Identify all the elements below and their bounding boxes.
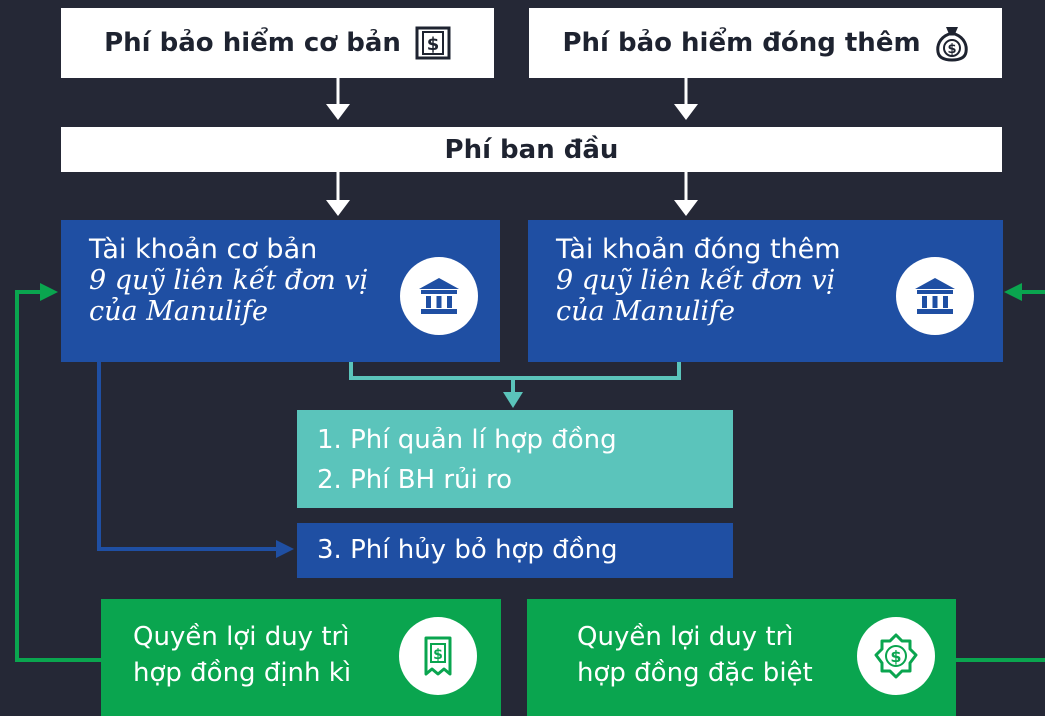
special-benefit-line1: Quyền lợi duy trì xyxy=(577,622,794,652)
arrow-basic-account-to-surrender-fee xyxy=(97,362,294,558)
topup-premium-label: Phí bảo hiểm đóng thêm xyxy=(562,28,921,58)
arrow-periodic-benefit-to-basic-account xyxy=(15,283,101,662)
topup-account-provider: của Manulife xyxy=(556,296,735,327)
basic-premium-box: Phí bảo hiểm cơ bản $ xyxy=(61,8,494,78)
arrow-accounts-to-fees xyxy=(349,362,681,408)
admin-and-risk-fee-box: 1. Phí quản lí hợp đồng 2. Phí BH rủi ro xyxy=(297,410,733,508)
special-benefit-line2: hợp đồng đặc biệt xyxy=(577,658,813,688)
basic-account-text: Tài khoản cơ bản 9 quỹ liên kết đơn vị c… xyxy=(89,234,368,327)
topup-account-title: Tài khoản đóng thêm xyxy=(556,234,841,265)
basic-account-provider: của Manulife xyxy=(89,296,268,327)
periodic-benefit-line2: hợp đồng định kì xyxy=(133,658,352,688)
basic-account-title: Tài khoản cơ bản xyxy=(89,234,318,265)
initial-charge-label: Phí ban đầu xyxy=(444,134,619,165)
special-benefit-text: Quyền lợi duy trì hợp đồng đặc biệt xyxy=(577,619,813,691)
svg-text:$: $ xyxy=(890,647,901,666)
arrow-initial-to-topup-account xyxy=(674,172,698,216)
initial-charge-box: Phí ban đầu xyxy=(61,127,1002,172)
basic-account-funds: 9 quỹ liên kết đơn vị xyxy=(89,265,369,296)
admin-fee-item: 1. Phí quản lí hợp đồng xyxy=(317,425,617,455)
svg-text:$: $ xyxy=(427,34,440,55)
arrow-initial-to-basic-account xyxy=(326,172,350,216)
arrow-basic-premium-to-initial xyxy=(326,78,350,120)
receipt-icon: $ xyxy=(399,617,477,695)
topup-account-box: Tài khoản đóng thêm 9 quỹ liên kết đơn v… xyxy=(528,220,1003,362)
arrow-special-benefit-to-topup-account xyxy=(956,283,1045,662)
dollar-bill-icon: $ xyxy=(415,26,451,60)
svg-text:$: $ xyxy=(433,647,443,663)
basic-account-box: Tài khoản cơ bản 9 quỹ liên kết đơn vị c… xyxy=(61,220,500,362)
topup-account-funds: 9 quỹ liên kết đơn vị xyxy=(556,265,836,296)
bank-icon xyxy=(400,257,478,335)
special-benefit-box: Quyền lợi duy trì hợp đồng đặc biệt $ xyxy=(527,599,956,716)
risk-fee-item: 2. Phí BH rủi ro xyxy=(317,465,513,495)
dollar-badge-icon: $ xyxy=(857,617,935,695)
money-bag-icon: $ xyxy=(935,24,969,62)
surrender-fee-item: 3. Phí hủy bỏ hợp đồng xyxy=(317,535,618,565)
periodic-benefit-text: Quyền lợi duy trì hợp đồng định kì xyxy=(133,619,351,691)
periodic-benefit-line1: Quyền lợi duy trì xyxy=(133,622,350,652)
basic-premium-label: Phí bảo hiểm cơ bản xyxy=(104,28,401,58)
topup-premium-box: Phí bảo hiểm đóng thêm $ xyxy=(529,8,1002,78)
bank-icon xyxy=(896,257,974,335)
fee-list: 1. Phí quản lí hợp đồng 2. Phí BH rủi ro xyxy=(317,420,617,500)
topup-account-text: Tài khoản đóng thêm 9 quỹ liên kết đơn v… xyxy=(556,234,841,327)
svg-text:$: $ xyxy=(947,42,956,57)
arrow-topup-premium-to-initial xyxy=(674,78,698,120)
periodic-benefit-box: Quyền lợi duy trì hợp đồng định kì $ xyxy=(101,599,501,716)
surrender-fee-box: 3. Phí hủy bỏ hợp đồng xyxy=(297,523,733,578)
